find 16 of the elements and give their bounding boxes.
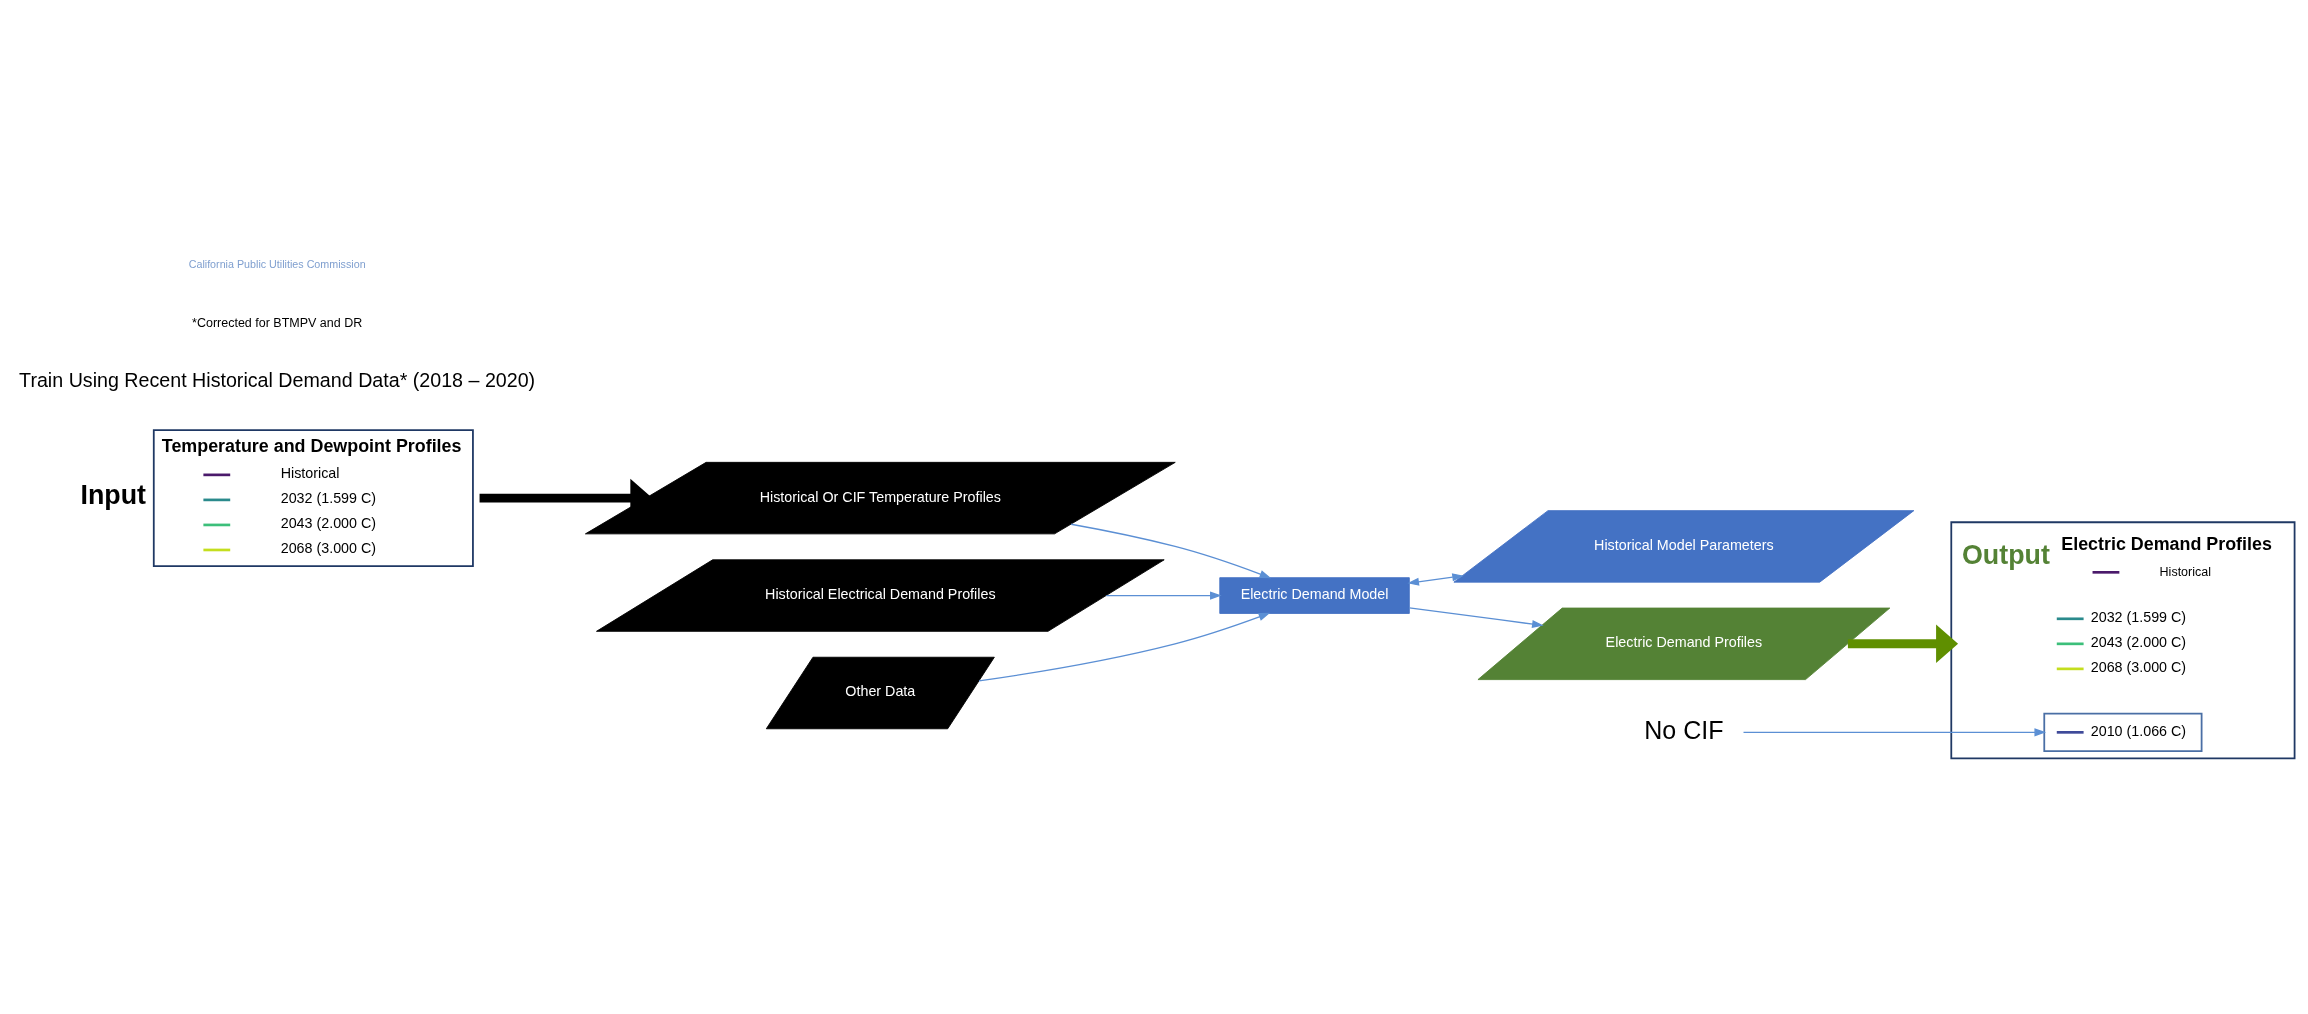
node-label: Output — [1962, 539, 2050, 570]
node-box: 2010 (1.066 C) — [2043, 712, 2203, 752]
label: Train Using Recent Historical Demand Data* (2018 – 2020) — [19, 368, 536, 391]
arrow — [1847, 624, 1959, 663]
arrow — [978, 612, 1271, 682]
node-box: Electric Demand Model — [1219, 576, 1410, 614]
arrow — [1408, 606, 1544, 628]
arrow — [1742, 727, 2047, 736]
arrow — [1407, 572, 1464, 586]
node-label: Input — [80, 479, 146, 510]
node-text: No CIF — [1644, 715, 1724, 744]
arrow — [1105, 591, 1222, 600]
label: *Corrected for BTMPV and DR — [192, 315, 363, 330]
arrow — [1070, 523, 1272, 578]
node-box: Temperature and Dewpoint Profiles Historical 2032 (1.599 C) 2043 (2.000 C) 2068 (3.000 C) — [152, 428, 474, 567]
label: California Public Utilities Commission — [188, 257, 366, 270]
